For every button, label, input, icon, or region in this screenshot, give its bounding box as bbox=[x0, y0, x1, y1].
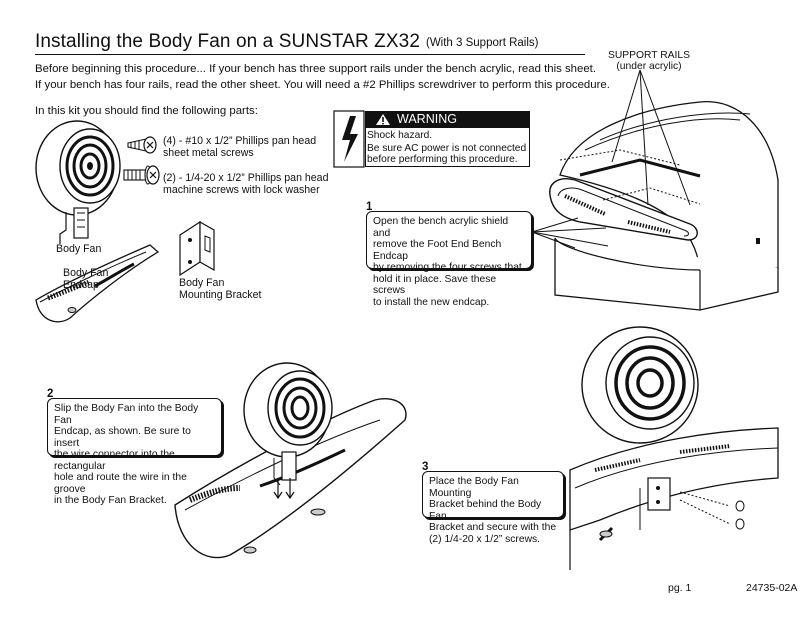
step-1-number: 1 bbox=[366, 201, 373, 213]
document-code: 24735-02A bbox=[746, 582, 798, 594]
step-text: Bracket behind the Body Fan bbox=[429, 499, 542, 522]
warning-border bbox=[365, 111, 530, 167]
step-text: Endcap, as shown. Be sure to insert bbox=[54, 426, 191, 449]
step-text: remove the Foot End Bench Endcap bbox=[373, 239, 502, 262]
part-text: Body Fan bbox=[179, 277, 225, 289]
warning-text: Shock hazard. bbox=[367, 130, 433, 141]
step-3-callout: Place the Body Fan Mounting Bracket behi… bbox=[422, 471, 564, 545]
warning-header: WARNING bbox=[365, 111, 530, 128]
intro-line: If your bench has four rails, read the o… bbox=[35, 79, 610, 91]
step-2-number: 2 bbox=[47, 388, 54, 400]
step-text: the wire connector into the rectangular bbox=[54, 449, 175, 472]
machine-screw-icon bbox=[123, 165, 160, 185]
step-text: in the Body Fan Bracket. bbox=[54, 495, 167, 506]
step-text: Bracket and secure with the bbox=[429, 522, 557, 533]
body-fan-label: Body Fan bbox=[56, 243, 102, 255]
step-1-callout: Open the bench acrylic shield and remove… bbox=[366, 211, 532, 308]
support-rails-label: SUPPORT RAILS (under acrylic) bbox=[603, 50, 695, 72]
step2-drawing bbox=[174, 362, 407, 559]
step-2-callout: Slip the Body Fan into the Body Fan Endc… bbox=[47, 398, 222, 506]
intro-line: Before beginning this procedure... If yo… bbox=[35, 63, 597, 75]
step-text: to install the new endcap. bbox=[373, 296, 490, 308]
part-text: (2) - 1/4-20 x 1/2” Phillips pan head bbox=[163, 172, 329, 184]
warning-text-line: Be sure AC power is not connected bbox=[367, 143, 527, 154]
part-text: sheet metal screws bbox=[163, 147, 254, 159]
phillips-screw-icon bbox=[127, 136, 157, 154]
screws-b-label: (2) - 1/4-20 x 1/2” Phillips pan head ma… bbox=[163, 172, 328, 196]
step-text: hole and route the wire in the groove bbox=[54, 472, 187, 495]
step-text: by removing the four screws that bbox=[373, 262, 522, 273]
warning-triangle-icon bbox=[376, 114, 390, 125]
bench-drawing bbox=[531, 69, 779, 311]
rails-text: SUPPORT RAILS bbox=[607, 50, 691, 61]
intro-text: Before beginning this procedure... If yo… bbox=[35, 61, 610, 93]
mounting-bracket-drawing bbox=[179, 220, 215, 277]
bracket-label: Body Fan Mounting Bracket bbox=[179, 277, 261, 301]
warning-box: WARNING Shock hazard. Be sure AC power i… bbox=[333, 111, 530, 167]
part-text: Endcap bbox=[63, 279, 99, 291]
rails-text: (under acrylic) bbox=[616, 61, 682, 72]
lightning-bolt-icon bbox=[333, 110, 365, 168]
screws-a-label: (4) - #10 x 1/2” Phillips pan head sheet… bbox=[163, 135, 316, 159]
part-text: (4) - #10 x 1/2” Phillips pan head bbox=[163, 135, 317, 147]
body-fan-drawing bbox=[35, 120, 121, 244]
step-3-number: 3 bbox=[422, 461, 429, 473]
part-text: machine screws with lock washer bbox=[163, 184, 320, 196]
page-number: pg. 1 bbox=[668, 582, 692, 594]
page-title: Installing the Body Fan on a SUNSTAR ZX3… bbox=[35, 31, 420, 52]
step-text: hold it in place. Save these screws bbox=[373, 273, 497, 297]
step-text: Slip the Body Fan into the Body Fan bbox=[54, 403, 199, 426]
page-subtitle: (With 3 Support Rails) bbox=[426, 37, 539, 49]
endcap-label: Body Fan Endcap bbox=[63, 267, 108, 291]
step-text: Open the bench acrylic shield and bbox=[373, 216, 509, 239]
kit-heading: In this kit you should find the followin… bbox=[35, 105, 258, 117]
step-text: (2) 1/4-20 x 1/2” screws. bbox=[429, 533, 541, 545]
part-text: Mounting Bracket bbox=[179, 289, 262, 301]
step3-drawing bbox=[569, 326, 779, 570]
warning-text-line: before performing this procedure. bbox=[367, 154, 518, 165]
part-text: Body Fan bbox=[63, 267, 109, 279]
title-underline bbox=[35, 54, 585, 55]
warning-text: Be sure AC power is not connected before… bbox=[367, 143, 526, 165]
warning-heading: WARNING bbox=[397, 112, 457, 126]
step-text: Place the Body Fan Mounting bbox=[429, 476, 519, 499]
body-fan-endcap-drawing bbox=[35, 244, 160, 323]
